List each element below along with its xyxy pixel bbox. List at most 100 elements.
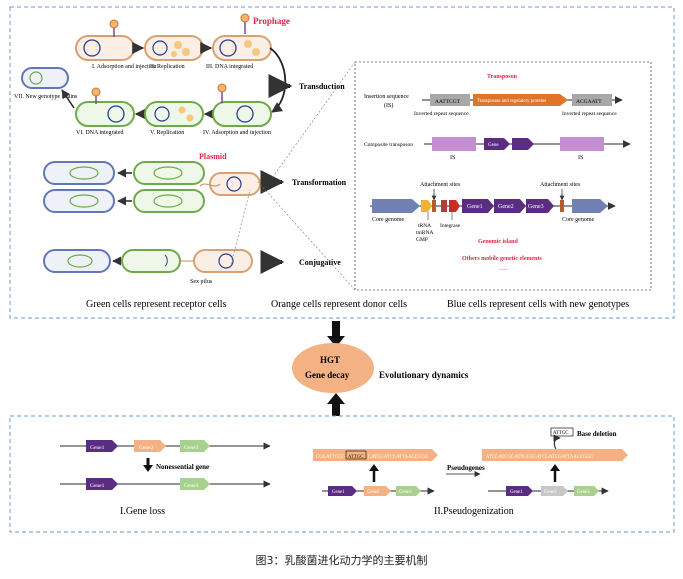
loss-gene1-box: [86, 440, 118, 452]
core-genome-right-box: [572, 199, 608, 213]
trna-box: [421, 200, 432, 212]
left-repeat-box: [430, 94, 470, 106]
gene-x-box: [484, 138, 510, 150]
pseudo-seq-right-text: ATCGATCGGATTCCGCATCGATCGATTAACCGGG: [486, 455, 594, 460]
gene3-box: [526, 199, 554, 213]
core-right-label: Core genome: [562, 217, 594, 223]
evo-label: Evolutionary dynamics: [379, 370, 469, 380]
loss-gene2-text: Gene2: [139, 445, 154, 451]
loss-gene1-text: Gene1: [90, 445, 105, 451]
plasmid-label: Plasmid: [199, 152, 227, 161]
hgt-ellipse: [292, 343, 374, 393]
core-left-label: Core genome: [372, 217, 404, 223]
loss-gene2-box: [134, 440, 166, 452]
loss2-gene3-box: [180, 478, 210, 490]
is-label: Insertion sequence: [364, 94, 409, 100]
attach-right-box: [560, 200, 564, 212]
phage-step7-label: VII. New genotype strains: [14, 94, 78, 100]
left-seq-text: AATTCGT: [435, 99, 461, 105]
dots-label: ......: [499, 266, 509, 272]
pseudo-gene1-box: [328, 486, 357, 496]
attach-left-label: Attachment sites: [420, 182, 461, 188]
right-repeat-box: [572, 94, 612, 106]
figure-caption: 图3：乳酸菌进化动力学的主要机制: [255, 554, 428, 567]
others-label: Others mobile genetic elements: [462, 256, 542, 262]
pseudo-gene3-box: [396, 486, 421, 496]
legend-orange: Orange cells represent donor cells: [271, 299, 407, 310]
phage-cell-1: [75, 19, 135, 61]
top-panel-frame: [9, 6, 675, 319]
is-left-text: IS: [450, 155, 455, 161]
attach-right-label: Attachment sites: [540, 182, 581, 188]
legend-blue: Blue cells represent cells with new geno…: [447, 299, 629, 310]
conjugation-cells: [43, 249, 253, 273]
pseudogenization-title: II.Pseudogenization: [434, 506, 514, 517]
loss2-gene1-box: [86, 478, 118, 490]
is-left-box: [432, 137, 476, 151]
transposase-box: [473, 94, 568, 106]
pseudo-seq-left: [313, 449, 438, 461]
right-seq-text: ACGAATT: [576, 99, 602, 105]
pseudo-seq-left-a: CGGATTCCG: [316, 455, 345, 460]
pseudo2-gene1-box: [506, 486, 533, 496]
is-right-text: IS: [578, 155, 583, 161]
phage-cell-6: [75, 87, 135, 127]
prophage-label: Prophage: [253, 16, 290, 26]
pseudo-seq-right: [482, 449, 628, 461]
deleted-text: ATTGC: [553, 431, 568, 436]
gene-loss-title: I.Gene loss: [120, 506, 165, 517]
bottom-panel-frame: [9, 415, 675, 533]
pseudo2-gene3-box: [574, 486, 599, 496]
pseudo-gene3-text: Gene3: [399, 490, 412, 495]
pseudo-seq-left-b: CATCGATCGATTAACCGGG: [368, 455, 429, 460]
new-genotype-cell: [21, 67, 69, 89]
composite-label: Composite transposon: [364, 142, 413, 148]
transduction-label: Transduction: [299, 82, 345, 91]
pseudo-gene1-text: Gene1: [332, 490, 345, 495]
gene2-text: Gene2: [498, 204, 514, 210]
pseudo-gene2-text: Gene2: [367, 490, 380, 495]
transposase-text: Transposase and regulatory proteins: [477, 99, 546, 104]
phage-cell-5: [144, 101, 204, 127]
phage-step1-label: I. Adsorption and injection: [92, 64, 156, 70]
loss-gene3-box: [180, 440, 210, 452]
gene2-box: [494, 199, 526, 213]
gene3-text: Gene3: [528, 204, 544, 210]
is-abbr-label: (IS): [384, 102, 393, 109]
legend-green: Green cells represent receptor cells: [86, 299, 227, 310]
red-box: [441, 200, 447, 212]
inv-right-label: Inverted repeat sequence: [562, 111, 617, 117]
loss2-gene1-text: Gene1: [90, 483, 105, 489]
pseudo-seq-left-box: ATTGC: [348, 455, 363, 460]
pseudo-gene2-box: [364, 486, 391, 496]
deletion-label: Base deletion: [577, 430, 617, 438]
gene1-box: [462, 199, 494, 213]
phage-step3-label: III. DNA integrated: [206, 64, 253, 70]
pseudo2-gene3-text: Gene3: [577, 490, 590, 495]
loss2-gene3-text: Gene3: [184, 483, 199, 489]
nonessential-label: Nonessential gene: [156, 463, 209, 471]
gene-x-text: Gene: [488, 143, 499, 148]
hgt-label: HGT: [320, 355, 340, 365]
gene-decay-label: Gene decay: [305, 370, 350, 380]
pseudogenes-label: Pseudogenes: [447, 464, 485, 472]
deleted-box: [550, 427, 574, 437]
integrase-label: Integrase: [440, 223, 461, 229]
pseudo2-gene2-text: Gene2: [544, 490, 557, 495]
pseudo2-gene2-box: [541, 486, 568, 496]
trna-label-2: tmRNA: [416, 230, 433, 236]
phage-cell-2: [144, 35, 204, 61]
pseudo2-gene1-text: Gene1: [510, 490, 523, 495]
conjugative-label: Conjugative: [299, 258, 341, 267]
pseudo-box-highlight: [345, 450, 367, 460]
transformation-cells: [43, 161, 261, 213]
is-right-box: [560, 137, 604, 151]
integrase-box: [449, 200, 460, 212]
attach-left-box: [432, 200, 436, 212]
gene-y-box: [512, 138, 534, 150]
trna-label-3: GMP: [416, 237, 428, 243]
phage-step6-label: VI. DNA integrated: [76, 130, 124, 136]
transformation-label: Transformation: [292, 178, 347, 187]
phage-cell-3: [212, 13, 272, 61]
